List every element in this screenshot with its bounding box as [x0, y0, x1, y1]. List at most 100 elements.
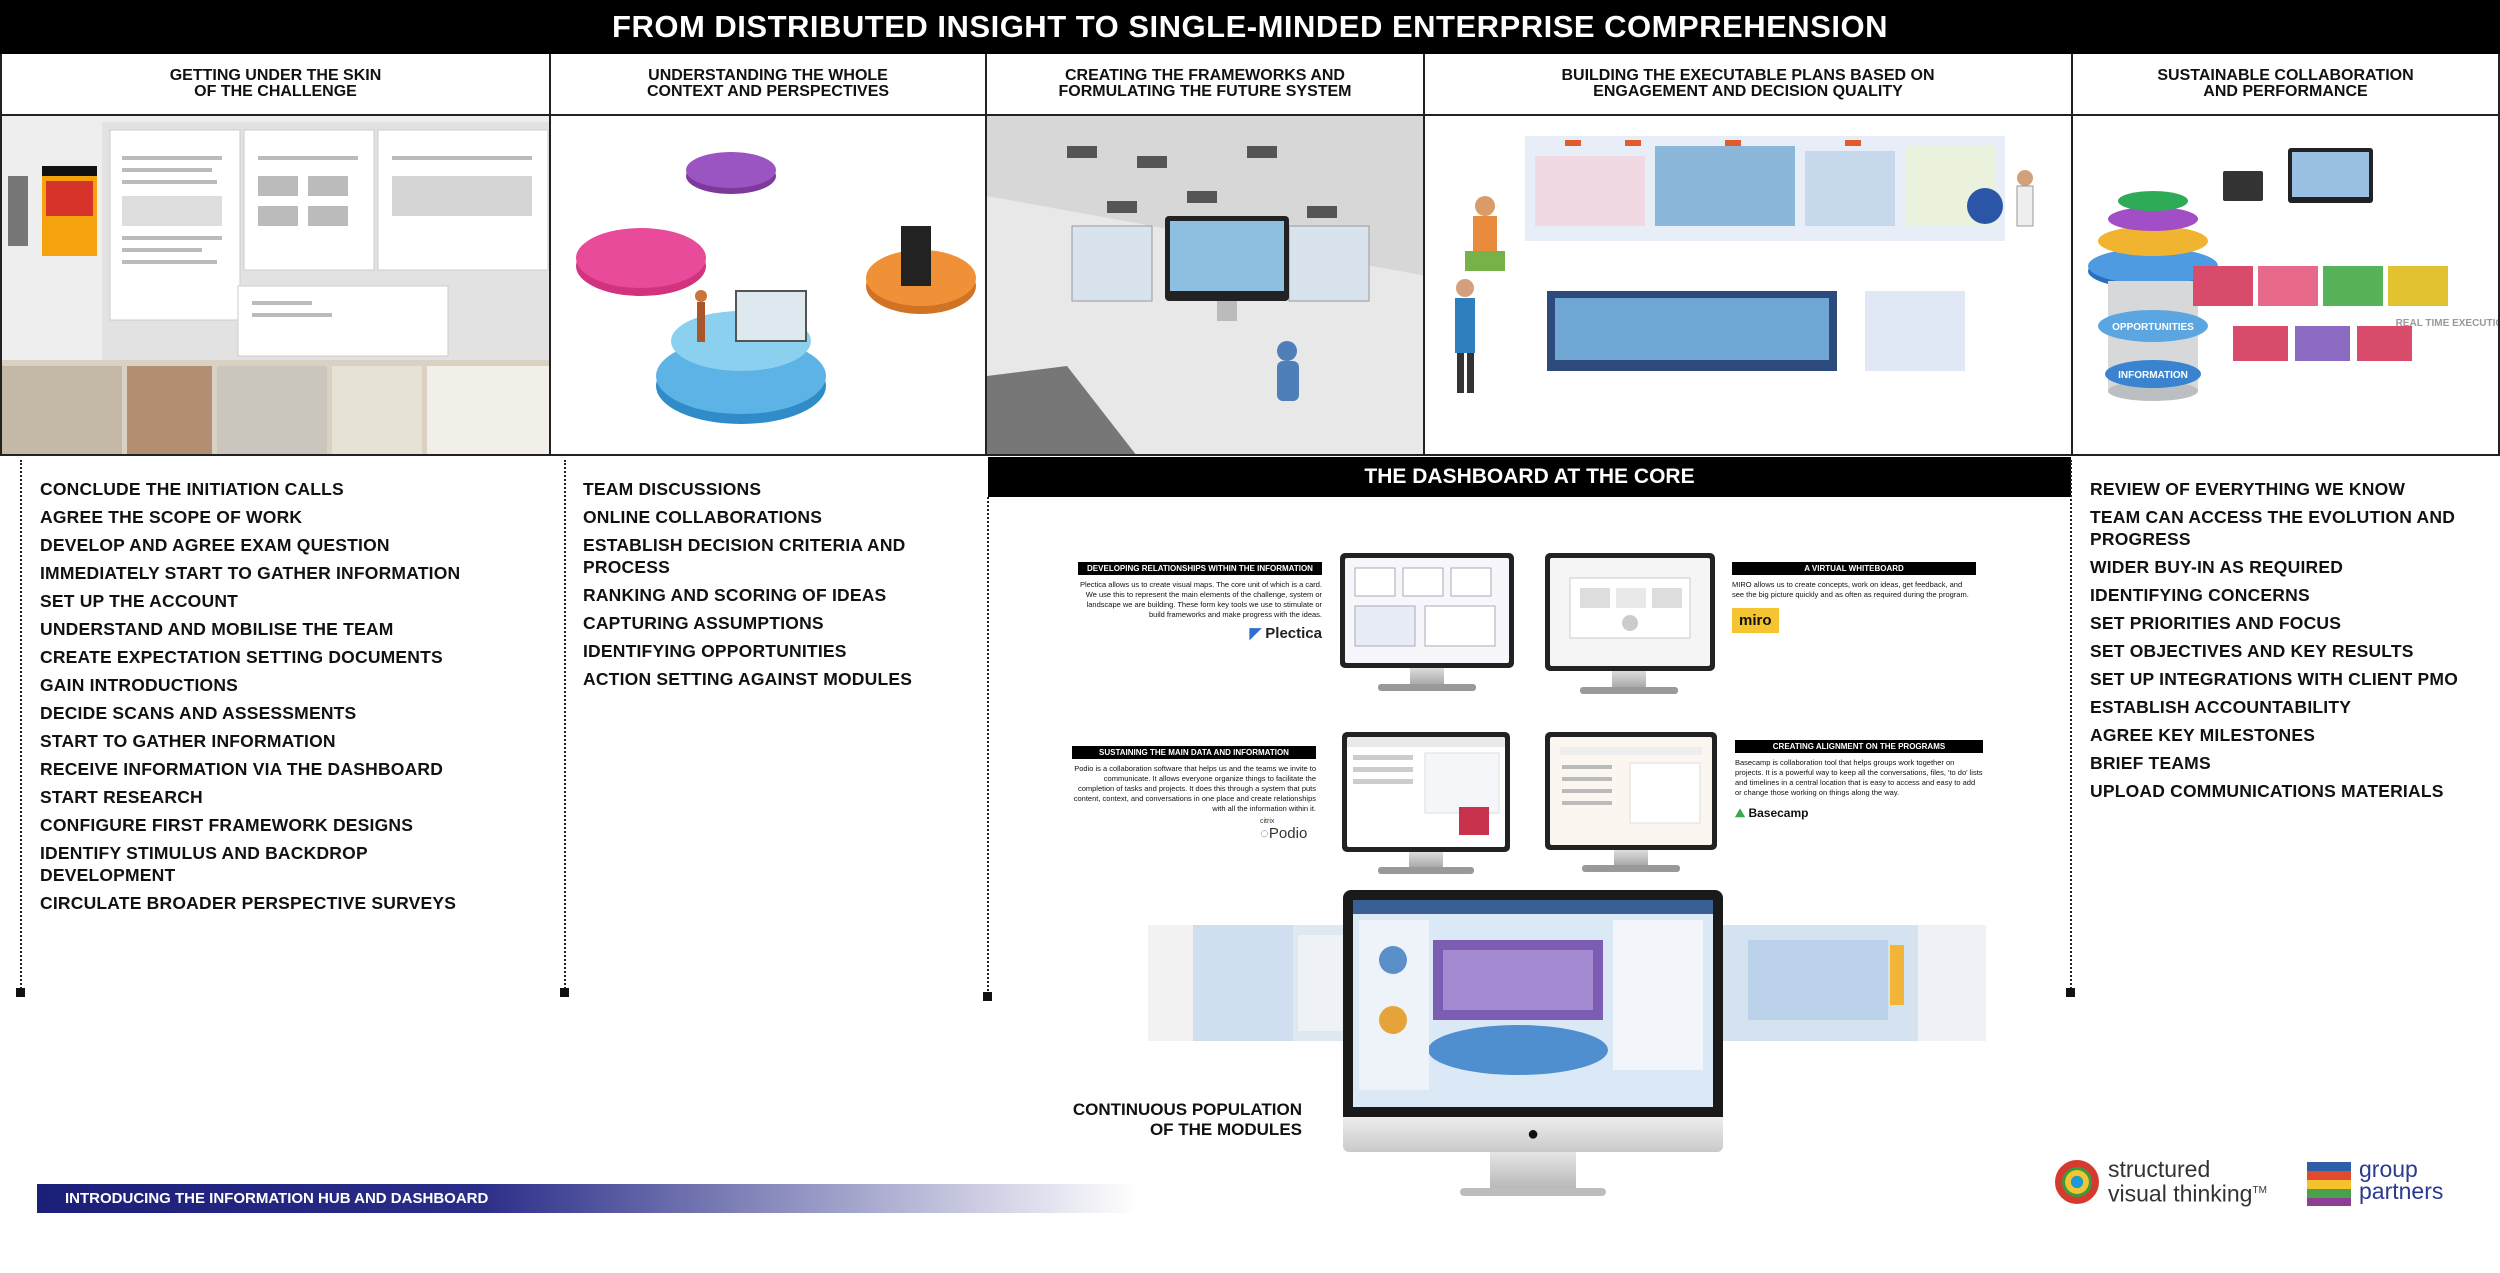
list-item: START RESEARCH	[40, 787, 203, 807]
page-title: FROM DISTRIBUTED INSIGHT TO SINGLE-MINDE…	[0, 0, 2500, 54]
initiation-task-list: CONCLUDE THE INITIATION CALLS AGREE THE …	[40, 478, 470, 920]
basecamp-icon: ⛰	[1735, 806, 1746, 820]
illustration-documents	[0, 116, 551, 456]
basecamp-logo: ⛰ Basecamp	[1735, 806, 1809, 820]
column-heading-1: GETTING UNDER THE SKIN OF THE CHALLENGE	[0, 54, 551, 116]
list-item: ACTION SETTING AGAINST MODULES	[583, 669, 913, 689]
column-heading-2: UNDERSTANDING THE WHOLE CONTEXT AND PERS…	[549, 54, 987, 116]
monitor-stand	[1410, 668, 1444, 684]
monitor-basecamp	[1545, 732, 1717, 850]
illustration-frameworks	[985, 116, 1425, 456]
list-item: IDENTIFY STIMULUS AND BACKDROP DEVELOPME…	[40, 843, 368, 885]
list-item: SET UP INTEGRATIONS WITH CLIENT PMO	[2090, 669, 2459, 689]
svg-text:OPPORTUNITIES: OPPORTUNITIES	[2112, 322, 2194, 333]
column-heading-5: SUSTAINABLE COLLABORATION AND PERFORMANC…	[2071, 54, 2500, 116]
divider-end-marker	[16, 988, 25, 997]
monitor-stand	[1409, 852, 1443, 867]
group-partners-icon	[2307, 1162, 2351, 1206]
podio-logo: citrix◌Podio	[1260, 818, 1308, 842]
monitor-podio	[1342, 732, 1510, 852]
column-heading-3: CREATING THE FRAMEWORKS AND FORMULATING …	[985, 54, 1425, 116]
plectica-logo: ◤ Plectica	[1249, 625, 1322, 642]
illustration-3d-platforms	[549, 116, 987, 456]
tool-description: Basecamp is collaboration tool that help…	[1735, 758, 1983, 797]
column-divider-2	[564, 460, 566, 992]
list-item: GAIN INTRODUCTIONS	[40, 675, 239, 695]
list-item: SET OBJECTIVES AND KEY RESULTS	[2090, 641, 2414, 661]
tool-title: A VIRTUAL WHITEBOARD	[1732, 562, 1976, 575]
list-item: IDENTIFYING CONCERNS	[2090, 585, 2310, 605]
podio-icon: ◌	[1260, 825, 1269, 842]
list-item: RECEIVE INFORMATION VIA THE DASHBOARD	[40, 759, 444, 779]
tool-miro: A VIRTUAL WHITEBOARD MIRO allows us to c…	[1732, 562, 1976, 633]
monitor-stand	[1612, 671, 1646, 687]
list-item: SET UP THE ACCOUNT	[40, 591, 239, 611]
illustration-executable-plans	[1423, 116, 2073, 456]
list-item: TEAM DISCUSSIONS	[583, 479, 762, 499]
dashboard-imac-screen	[1343, 890, 1723, 1117]
structured-visual-thinking-logo: structured visual thinkingTM	[2108, 1156, 2267, 1207]
tool-description: Plectica allows us to create visual maps…	[1079, 580, 1322, 619]
list-item: UNDERSTAND AND MOBILISE THE TEAM	[40, 619, 394, 639]
imac-stand	[1490, 1152, 1576, 1188]
collaboration-task-list: TEAM DISCUSSIONS ONLINE COLLABORATIONS E…	[583, 478, 973, 696]
tool-description: Podio is a collaboration software that h…	[1073, 764, 1316, 813]
list-item: AGREE KEY MILESTONES	[2090, 725, 2316, 745]
divider-end-marker	[2066, 988, 2075, 997]
list-item: WIDER BUY-IN AS REQUIRED	[2090, 557, 2344, 577]
monitor-base	[1580, 687, 1678, 694]
imac-base	[1460, 1188, 1606, 1196]
monitor-base	[1378, 867, 1474, 874]
column-divider-3	[987, 497, 989, 995]
list-item: DEVELOP AND AGREE EXAM QUESTION	[40, 535, 390, 555]
list-item: REVIEW OF EVERYTHING WE KNOW	[2090, 479, 2406, 499]
list-item: TEAM CAN ACCESS THE EVOLUTION AND PROGRE…	[2090, 507, 2456, 549]
monitor-base	[1378, 684, 1476, 691]
list-item: START TO GATHER INFORMATION	[40, 731, 336, 751]
list-item: SET PRIORITIES AND FOCUS	[2090, 613, 2342, 633]
monitor-plectica	[1340, 553, 1514, 668]
divider-end-marker	[560, 988, 569, 997]
structured-visual-thinking-icon	[2055, 1160, 2099, 1204]
continuous-population-label: CONTINUOUS POPULATION OF THE MODULES	[1072, 1100, 1302, 1139]
divider-end-marker	[983, 992, 992, 1001]
tool-description: MIRO allows us to create concepts, work …	[1732, 580, 1969, 599]
column-divider-1	[20, 460, 22, 992]
list-item: CREATE EXPECTATION SETTING DOCUMENTS	[40, 647, 443, 667]
list-item: CONCLUDE THE INITIATION CALLS	[40, 479, 344, 499]
miro-logo: miro	[1732, 608, 1779, 633]
list-item: AGREE THE SCOPE OF WORK	[40, 507, 303, 527]
list-item: ESTABLISH DECISION CRITERIA AND PROCESS	[583, 535, 906, 577]
list-item: IDENTIFYING OPPORTUNITIES	[583, 641, 847, 661]
list-item: BRIEF TEAMS	[2090, 753, 2211, 773]
list-item: CAPTURING ASSUMPTIONS	[583, 613, 824, 633]
list-item: DECIDE SCANS AND ASSESSMENTS	[40, 703, 357, 723]
tool-title: CREATING ALIGNMENT ON THE PROGRAMS	[1735, 740, 1983, 753]
list-item: UPLOAD COMMUNICATIONS MATERIALS	[2090, 781, 2444, 801]
list-item: ONLINE COLLABORATIONS	[583, 507, 823, 527]
group-partners-logo: group partners	[2359, 1156, 2444, 1204]
list-item: ESTABLISH ACCOUNTABILITY	[2090, 697, 2352, 717]
plectica-icon: ◤	[1249, 625, 1262, 642]
column-heading-4: BUILDING THE EXECUTABLE PLANS BASED ON E…	[1423, 54, 2073, 116]
svg-text:REAL TIME EXECUTION: REAL TIME EXECUTION	[2396, 318, 2500, 329]
performance-task-list: REVIEW OF EVERYTHING WE KNOW TEAM CAN AC…	[2090, 478, 2485, 808]
list-item: CONFIGURE FIRST FRAMEWORK DESIGNS	[40, 815, 414, 835]
monitor-stand	[1614, 850, 1648, 865]
tool-basecamp: CREATING ALIGNMENT ON THE PROGRAMS Basec…	[1735, 740, 1983, 821]
list-item: CIRCULATE BROADER PERSPECTIVE SURVEYS	[40, 893, 457, 913]
list-item: IMMEDIATELY START TO GATHER INFORMATION	[40, 563, 461, 583]
tool-plectica: DEVELOPING RELATIONSHIPS WITHIN THE INFO…	[1078, 562, 1322, 642]
tool-title: DEVELOPING RELATIONSHIPS WITHIN THE INFO…	[1078, 562, 1322, 575]
monitor-base	[1582, 865, 1680, 872]
monitor-miro	[1545, 553, 1715, 671]
illustration-sustainable-collaboration: OPPORTUNITIES INFORMATION REAL TIME EXEC…	[2071, 116, 2500, 456]
svg-text:INFORMATION: INFORMATION	[2118, 370, 2188, 381]
list-item: RANKING AND SCORING OF IDEAS	[583, 585, 887, 605]
apple-icon: ●	[1343, 1117, 1723, 1152]
footer-banner: INTRODUCING THE INFORMATION HUB AND DASH…	[37, 1184, 1137, 1213]
tool-podio: SUSTAINING THE MAIN DATA AND INFORMATION…	[1072, 746, 1316, 842]
dashboard-title: THE DASHBOARD AT THE CORE	[988, 457, 2071, 497]
dashboard-screenshot	[1353, 900, 1713, 1107]
column-divider-4	[2070, 460, 2072, 992]
